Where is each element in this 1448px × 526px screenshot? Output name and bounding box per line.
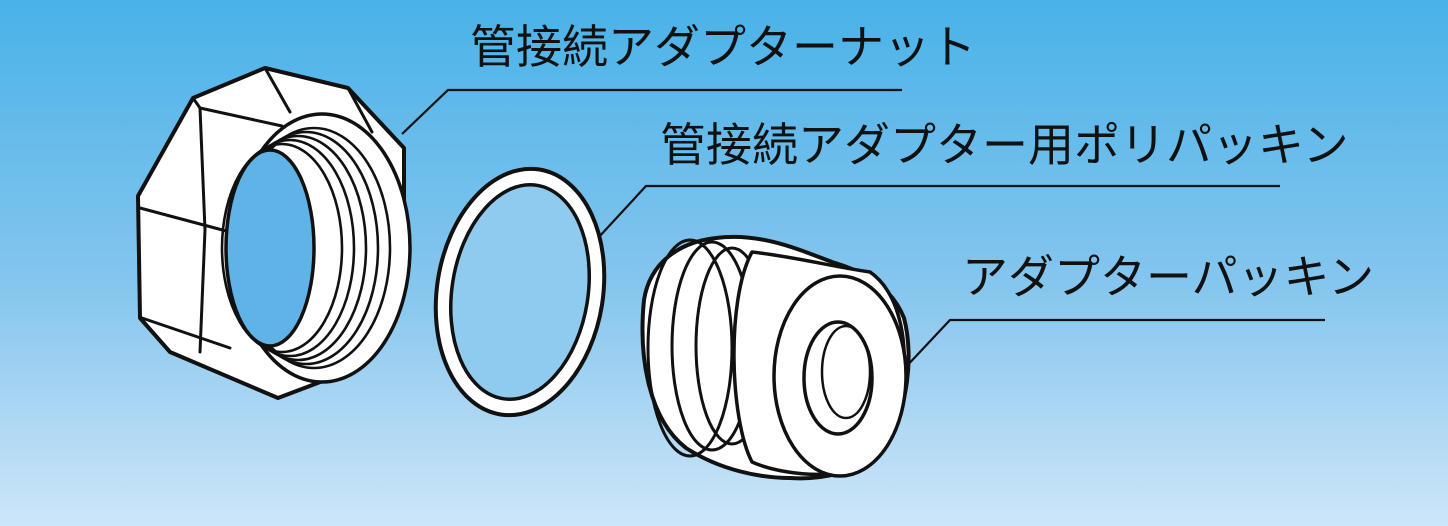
leader-line-adapter-packing [902, 318, 1325, 371]
nut-facet-line-5 [346, 86, 374, 134]
poly-packing-ring [433, 166, 607, 418]
nut-facet-line-4 [263, 66, 292, 114]
nut-inner-bore [224, 148, 316, 348]
nut-facet-edges [191, 96, 207, 354]
leader-line-nut [401, 88, 902, 135]
nut-facet-line-2 [138, 206, 232, 234]
poly-ring-inner [448, 183, 592, 401]
leader-lines [401, 88, 1325, 371]
leader-line-poly-packing [597, 184, 1280, 239]
adapter-packing [640, 234, 911, 481]
nut-facet-line-1 [198, 106, 284, 128]
adapter-nut [136, 66, 412, 400]
label-adapter-packing: アダプターパッキン [962, 250, 1375, 304]
label-poly-packing: 管接続アダプター用ポリパッキン [660, 118, 1349, 172]
adapter-packing-bore [802, 320, 874, 436]
nut-facet-line-3 [140, 316, 232, 350]
label-adapter-nut: 管接続アダプターナット [470, 20, 976, 74]
adapter-packing-bore-inner [820, 324, 872, 420]
